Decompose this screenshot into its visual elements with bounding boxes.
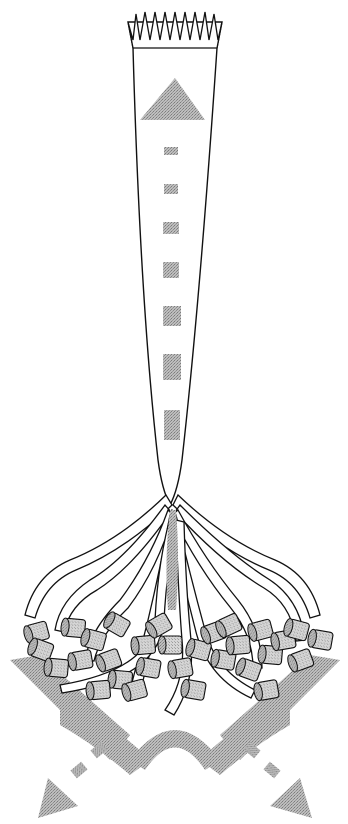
up-arrow-dash: [163, 306, 181, 326]
right-dash-lower-2: [263, 762, 280, 779]
left-dash-lower-2: [70, 762, 87, 779]
up-arrow-dash: [163, 354, 181, 380]
particle-cylinder: [67, 649, 94, 671]
up-arrow-dash: [163, 222, 179, 234]
particle-cylinder: [180, 679, 207, 701]
up-arrow-dash: [164, 184, 178, 194]
right-down-arrowhead: [270, 778, 312, 818]
up-arrow-dash: [164, 410, 180, 440]
tip-zigzag: [128, 12, 222, 48]
particle-cylinder: [85, 680, 110, 700]
particle-cylinder: [253, 679, 280, 701]
up-arrow-dash: [163, 262, 179, 278]
particle-cylinder: [158, 636, 182, 654]
outward-arrows: [10, 655, 340, 818]
up-arrow-dash: [164, 147, 178, 155]
particle-cylinder: [43, 658, 68, 678]
particle-cylinder: [307, 629, 334, 651]
particle-cylinder: [225, 635, 250, 655]
center-bottom-arc: [130, 730, 220, 770]
particle-cylinder: [167, 657, 194, 679]
particle-cylinder: [135, 657, 162, 679]
left-down-arrowhead: [38, 778, 78, 818]
particle-cylinder: [130, 635, 155, 655]
